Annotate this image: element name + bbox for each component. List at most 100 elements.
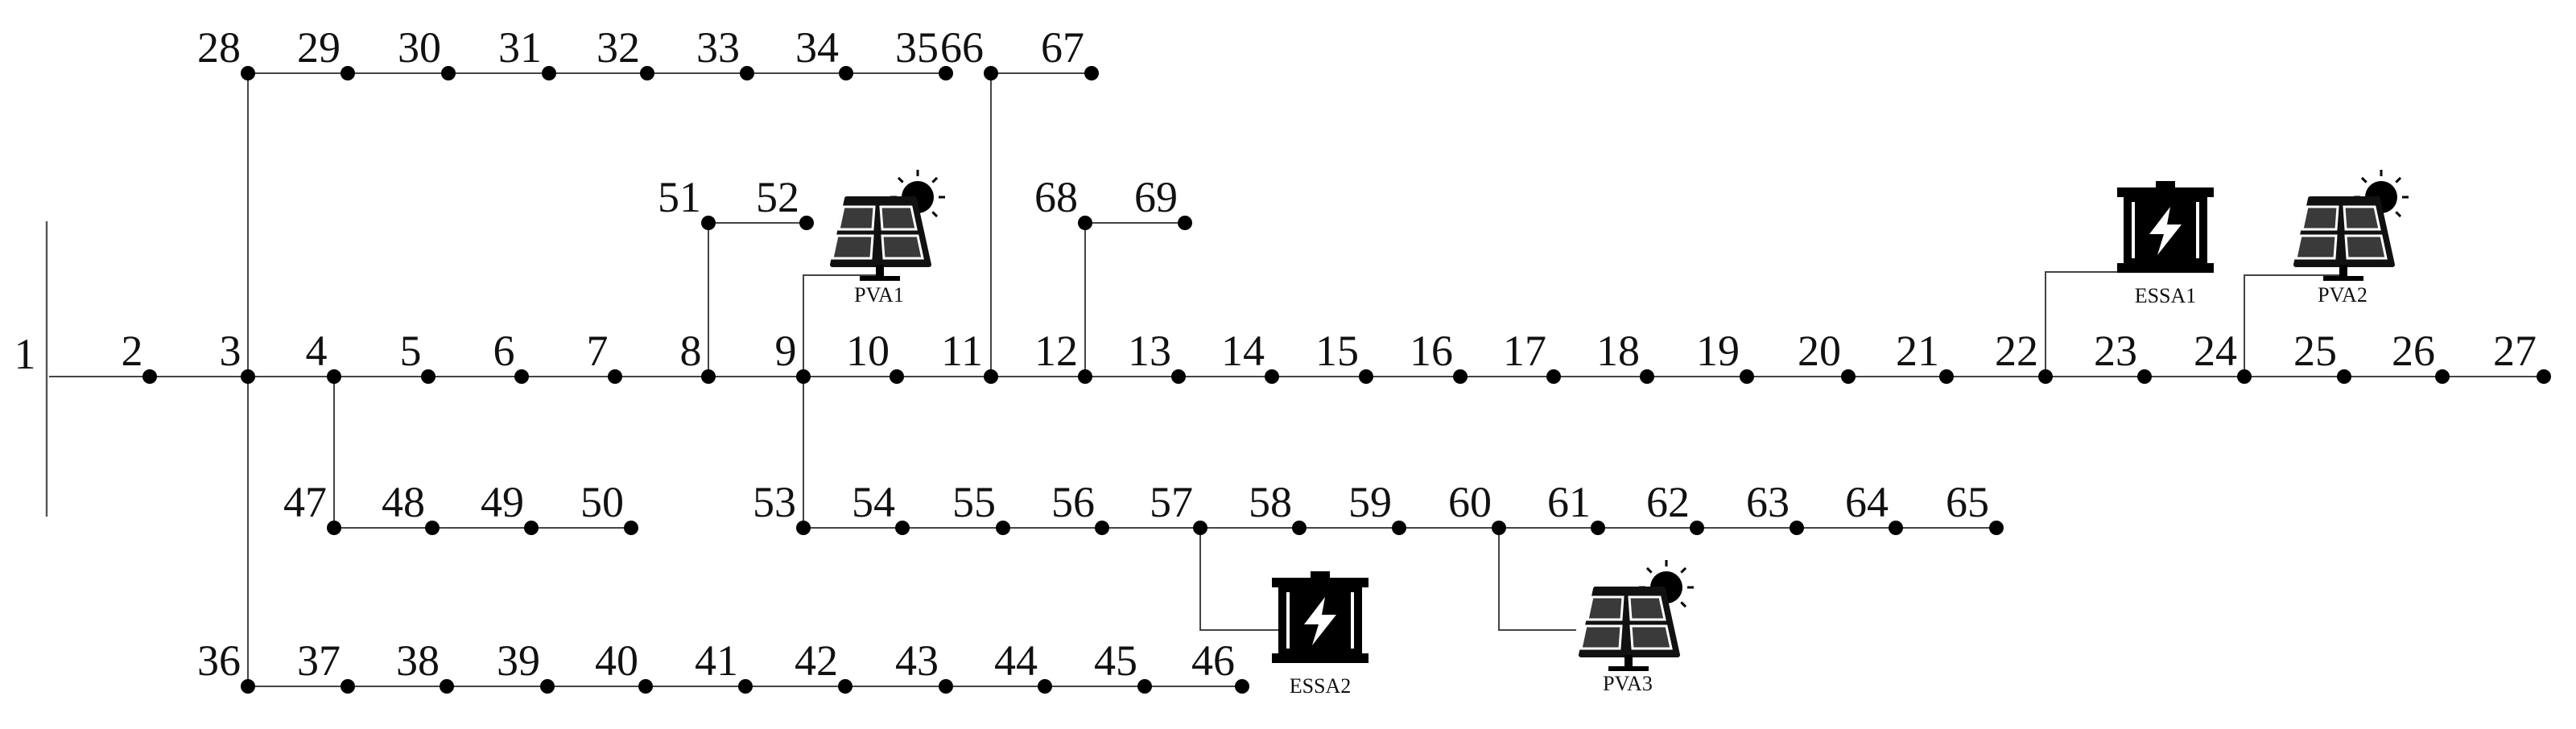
bus-label-9: 9 bbox=[775, 327, 797, 375]
bus-node-30 bbox=[441, 66, 456, 80]
bus-label-52: 52 bbox=[756, 173, 799, 221]
lightning-icon bbox=[2149, 207, 2182, 255]
bus-label-63: 63 bbox=[1746, 478, 1790, 526]
bus-node-39 bbox=[540, 679, 555, 694]
bus-label-68: 68 bbox=[1034, 173, 1078, 221]
bus-label-31: 31 bbox=[498, 23, 542, 72]
bus-label-69: 69 bbox=[1134, 173, 1178, 221]
bus-label-58: 58 bbox=[1249, 478, 1292, 526]
bus-label-6: 6 bbox=[493, 327, 515, 375]
bus-node-24 bbox=[2237, 369, 2252, 384]
bus-label-53: 53 bbox=[753, 478, 796, 526]
bus-node-34 bbox=[839, 66, 853, 80]
bus-label-36: 36 bbox=[197, 636, 241, 685]
bus-label-40: 40 bbox=[595, 636, 638, 685]
bus-node-32 bbox=[640, 66, 654, 80]
bus-label-10: 10 bbox=[846, 327, 890, 375]
bus-label-48: 48 bbox=[382, 478, 425, 526]
device-label-pva3: PVA3 bbox=[1603, 672, 1653, 695]
bus-node-50 bbox=[624, 521, 638, 535]
bus-label-61: 61 bbox=[1547, 478, 1591, 526]
bus-node-9 bbox=[796, 369, 811, 384]
bus-node-3 bbox=[241, 369, 255, 384]
bus-label-17: 17 bbox=[1503, 327, 1546, 375]
device-connector-pva3 bbox=[1498, 528, 1576, 631]
bus-label-38: 38 bbox=[396, 636, 440, 685]
bus-node-11 bbox=[984, 369, 998, 384]
bus-label-26: 26 bbox=[2392, 327, 2435, 375]
bus-node-22 bbox=[2038, 369, 2053, 384]
bus-node-55 bbox=[996, 521, 1010, 535]
bus-node-57 bbox=[1193, 521, 1208, 535]
bus-label-13: 13 bbox=[1128, 327, 1171, 375]
bus-node-68 bbox=[1078, 216, 1092, 230]
bus-label-65: 65 bbox=[1946, 478, 1989, 526]
bus-node-14 bbox=[1265, 369, 1279, 384]
bus-node-51 bbox=[701, 216, 716, 230]
device-essa2: ESSA2 bbox=[1199, 528, 1368, 698]
bus-node-63 bbox=[1790, 521, 1804, 535]
bus-label-50: 50 bbox=[580, 478, 624, 526]
bus-label-64: 64 bbox=[1845, 478, 1889, 526]
bus-node-26 bbox=[2435, 369, 2450, 384]
bus-node-53 bbox=[796, 521, 811, 535]
bus-label-67: 67 bbox=[1041, 23, 1084, 72]
bus-node-2 bbox=[142, 369, 157, 384]
bus-label-24: 24 bbox=[2194, 327, 2237, 375]
bus-node-49 bbox=[524, 521, 539, 535]
bus-node-67 bbox=[1084, 66, 1099, 80]
bus-node-17 bbox=[1546, 369, 1561, 384]
bus-label-22: 22 bbox=[1995, 327, 2038, 375]
bus-label-57: 57 bbox=[1150, 478, 1193, 526]
bus-node-64 bbox=[1889, 521, 1903, 535]
bus-label-39: 39 bbox=[497, 636, 540, 685]
bus-label-3: 3 bbox=[220, 327, 242, 375]
bus-node-58 bbox=[1292, 521, 1307, 535]
bus-label-1: 1 bbox=[14, 330, 36, 378]
bus-label-34: 34 bbox=[795, 23, 839, 72]
device-label-pva2: PVA2 bbox=[2318, 283, 2368, 307]
bus-label-35: 35 bbox=[895, 23, 939, 72]
solar-panel-icon bbox=[830, 170, 945, 281]
bus-node-65 bbox=[1989, 521, 2004, 535]
battery-storage-icon bbox=[2117, 181, 2214, 273]
bus-node-62 bbox=[1690, 521, 1704, 535]
device-connector-pva1 bbox=[803, 274, 879, 377]
bus-label-66: 66 bbox=[940, 23, 984, 72]
device-connector-essa2 bbox=[1199, 528, 1280, 631]
bus-label-44: 44 bbox=[994, 636, 1038, 685]
bus-label-23: 23 bbox=[2094, 327, 2137, 375]
bus-label-12: 12 bbox=[1034, 327, 1078, 375]
battery-storage-icon bbox=[1272, 571, 1368, 663]
bus-label-15: 15 bbox=[1315, 327, 1359, 375]
bus-node-7 bbox=[608, 369, 622, 384]
device-label-essa2: ESSA2 bbox=[1290, 674, 1352, 698]
device-label-pva1: PVA1 bbox=[854, 283, 904, 307]
bus-label-16: 16 bbox=[1410, 327, 1453, 375]
bus-node-12 bbox=[1078, 369, 1092, 384]
bus-node-21 bbox=[1939, 369, 1954, 384]
bus-node-33 bbox=[740, 66, 754, 80]
bus-node-20 bbox=[1841, 369, 1856, 384]
bus-label-28: 28 bbox=[197, 23, 241, 72]
bus-node-37 bbox=[341, 679, 355, 694]
bus-node-16 bbox=[1453, 369, 1468, 384]
bus-label-30: 30 bbox=[398, 23, 441, 72]
bus-label-42: 42 bbox=[795, 636, 838, 685]
bus-node-44 bbox=[1038, 679, 1052, 694]
bus-label-37: 37 bbox=[297, 636, 341, 685]
bus-label-20: 20 bbox=[1798, 327, 1841, 375]
bus-label-29: 29 bbox=[297, 23, 341, 72]
bus-node-48 bbox=[425, 521, 440, 535]
bus-label-32: 32 bbox=[597, 23, 640, 72]
device-connector-essa1 bbox=[2045, 271, 2122, 377]
bus-node-6 bbox=[514, 369, 529, 384]
bus-node-40 bbox=[638, 679, 653, 694]
bus-node-35 bbox=[939, 66, 953, 80]
bus-node-54 bbox=[895, 521, 910, 535]
bus-node-13 bbox=[1171, 369, 1186, 384]
device-label-essa1: ESSA1 bbox=[2135, 284, 2197, 307]
solar-panel-icon bbox=[2293, 170, 2409, 281]
